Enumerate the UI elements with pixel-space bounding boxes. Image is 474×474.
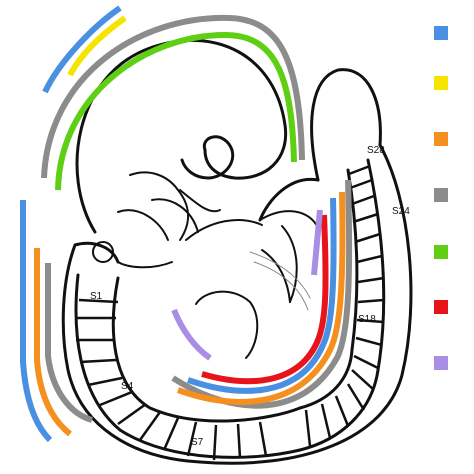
somite-labels: S1 S4 S7 S18 S24 S28 bbox=[90, 145, 410, 448]
band-orange-arc bbox=[176, 191, 346, 405]
legend-swatch-green bbox=[434, 245, 448, 259]
legend-swatch-blue bbox=[434, 26, 448, 40]
somites bbox=[74, 158, 386, 461]
legend-swatch-orange bbox=[434, 132, 448, 146]
interior-lines bbox=[92, 171, 319, 359]
band-purple-right bbox=[311, 209, 323, 276]
band-orange-left bbox=[34, 248, 72, 437]
band-purple-left bbox=[171, 308, 212, 361]
label-s7: S7 bbox=[191, 437, 204, 448]
band-red-arc bbox=[201, 214, 329, 385]
label-s28: S28 bbox=[367, 145, 385, 156]
label-s18: S18 bbox=[358, 314, 376, 325]
legend-swatch-purple bbox=[434, 356, 448, 370]
otic-vesicle bbox=[92, 241, 114, 263]
band-gray-left bbox=[45, 263, 93, 423]
label-s1: S1 bbox=[90, 291, 103, 302]
label-s4: S4 bbox=[121, 381, 134, 392]
colored-bands bbox=[20, 5, 353, 443]
band-gray-head bbox=[41, 14, 305, 179]
legend-swatch-red bbox=[434, 300, 448, 314]
color-legend bbox=[434, 26, 448, 370]
legend-swatch-gray bbox=[434, 188, 448, 202]
legend-swatch-yellow bbox=[434, 76, 448, 90]
band-blue-head bbox=[42, 5, 122, 94]
band-blue-left bbox=[20, 200, 53, 443]
band-yellow-head bbox=[67, 15, 127, 77]
band-green-head bbox=[55, 32, 297, 191]
band-blue-arc bbox=[187, 197, 337, 394]
label-s24: S24 bbox=[392, 206, 410, 217]
embryo-outline bbox=[61, 38, 413, 465]
